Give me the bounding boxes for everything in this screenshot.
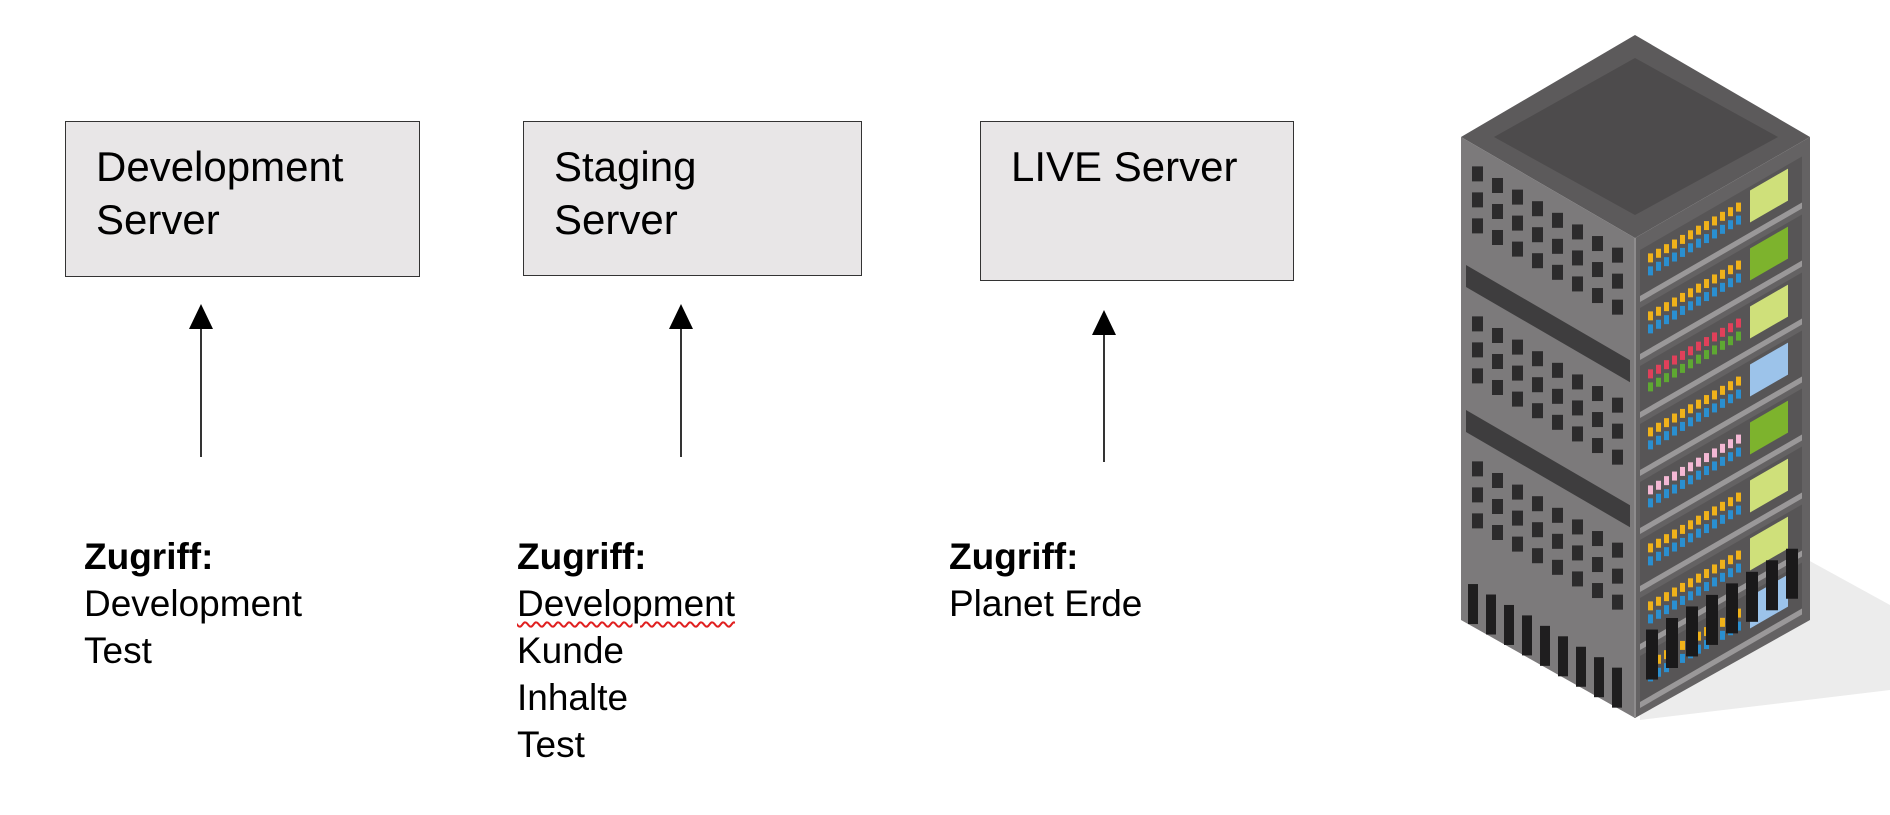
server-box-label: Server [554, 196, 678, 243]
server-box-label: Staging [554, 143, 697, 190]
development-server-box: Development Server [65, 121, 420, 277]
staging-server-box: Staging Server [523, 121, 862, 276]
arrow-staging [669, 304, 693, 457]
access-item: Development [517, 583, 736, 624]
access-item: Inhalte [517, 677, 629, 718]
access-item: Test [84, 630, 152, 671]
arrow-live [1092, 310, 1116, 462]
access-heading: Zugriff: [517, 536, 647, 577]
access-item: Kunde [517, 630, 624, 671]
access-item: Planet Erde [949, 583, 1143, 624]
server-box-label: Server [96, 196, 220, 243]
arrow-development [189, 304, 213, 457]
server-rack-icon [1461, 35, 1890, 720]
access-item: Development [84, 583, 303, 624]
live-server-box: LIVE Server [980, 121, 1294, 281]
access-heading: Zugriff: [949, 536, 1079, 577]
access-item-row: Development [517, 580, 735, 627]
access-heading: Zugriff: [84, 536, 214, 577]
access-item: Test [517, 724, 585, 765]
server-box-label: LIVE Server [1011, 143, 1238, 190]
access-list-staging: Zugriff: Development Kunde Inhalte Test [517, 533, 735, 768]
access-list-development: Zugriff: Development Test [84, 533, 302, 674]
access-list-live: Zugriff: Planet Erde [949, 533, 1142, 627]
server-box-label: Development [96, 143, 344, 190]
